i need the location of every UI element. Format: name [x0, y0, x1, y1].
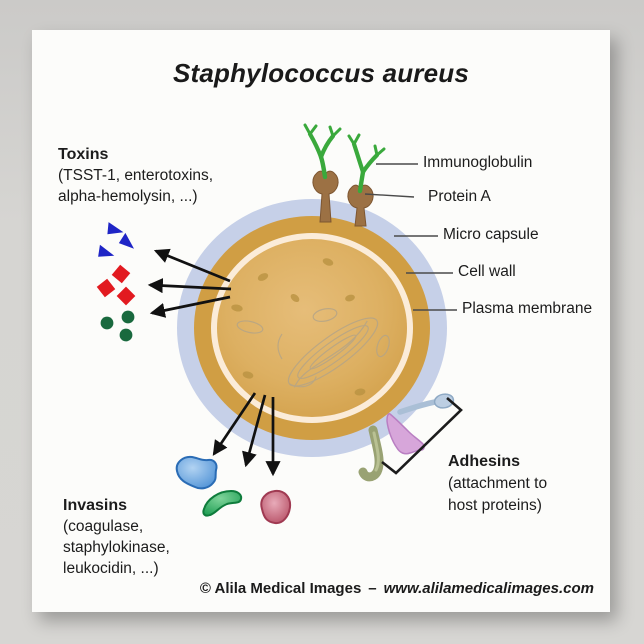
adhesins-line1: (attachment to — [448, 475, 548, 492]
copyright-text: © Alila Medical Images — [199, 580, 362, 597]
bacterial-cell — [177, 199, 447, 457]
invasin-arrows — [212, 392, 281, 477]
protein-a-structure-2 — [347, 133, 386, 227]
website-url: www.alilamedicalimages.com — [383, 580, 594, 597]
bacterium-diagram — [96, 123, 463, 525]
cell-wall-label: Cell wall — [458, 263, 516, 280]
toxin-diamonds — [96, 264, 136, 306]
invasin-red-blob — [260, 489, 292, 525]
invasins-line2: staphylokinase, — [63, 539, 170, 556]
adhesins-line2: host proteins) — [448, 497, 542, 514]
immunoglobulin-label: Immunoglobulin — [423, 154, 533, 171]
invasins-line1: (coagulase, — [63, 518, 144, 535]
cytoplasm — [217, 239, 407, 417]
adhesins-label: Adhesins (attachment to host proteins) — [448, 451, 547, 517]
invasin-blue-blob — [175, 455, 218, 490]
leader-lines — [364, 163, 457, 311]
plasma-membrane-label: Plasma membrane — [462, 300, 593, 317]
adhesin-pink — [386, 413, 425, 455]
invasins-heading: Invasins — [63, 497, 128, 514]
toxin-dots — [100, 310, 135, 342]
invasins-line3: leukocidin, ...) — [63, 560, 159, 577]
nucleoid-dna — [236, 308, 390, 388]
protein-a-label: Protein A — [428, 188, 491, 205]
poster-title: Staphylococcus aureus — [172, 58, 470, 88]
diagram-canvas — [32, 30, 610, 612]
invasin-green-crescent — [202, 489, 243, 517]
poster: Staphylococcus aureus Toxins (TSST-1, en… — [32, 30, 610, 612]
invasins-group — [175, 455, 292, 525]
cytoplasm-granules — [231, 258, 366, 396]
toxin-arrows — [147, 248, 232, 318]
toxin-triangles — [98, 222, 135, 257]
toxins-line1: (TSST-1, enterotoxins, — [58, 167, 214, 184]
toxins-label: Toxins (TSST-1, enterotoxins, alpha-hemo… — [58, 144, 213, 207]
immunoglobulin-y — [303, 123, 342, 180]
adhesin-bluegray — [397, 393, 455, 415]
toxins-line2: alpha-hemolysin, ...) — [58, 188, 198, 205]
adhesins-bracket — [381, 397, 463, 475]
toxins-heading: Toxins — [58, 146, 109, 163]
adhesins-group — [358, 393, 455, 482]
invasins-label: Invasins (coagulase, staphylokinase, leu… — [63, 495, 170, 579]
adhesins-heading: Adhesins — [448, 453, 521, 470]
micro-capsule-label: Micro capsule — [443, 226, 539, 243]
footer-separator: – — [368, 580, 377, 597]
footer-credit: © Alila Medical Images–www.alilamedicali… — [200, 580, 594, 597]
immunoglobulin-y — [347, 133, 386, 194]
leader-protein-a — [364, 193, 415, 198]
adhesin-olive — [358, 425, 384, 482]
protein-a-structure-1 — [303, 123, 342, 223]
